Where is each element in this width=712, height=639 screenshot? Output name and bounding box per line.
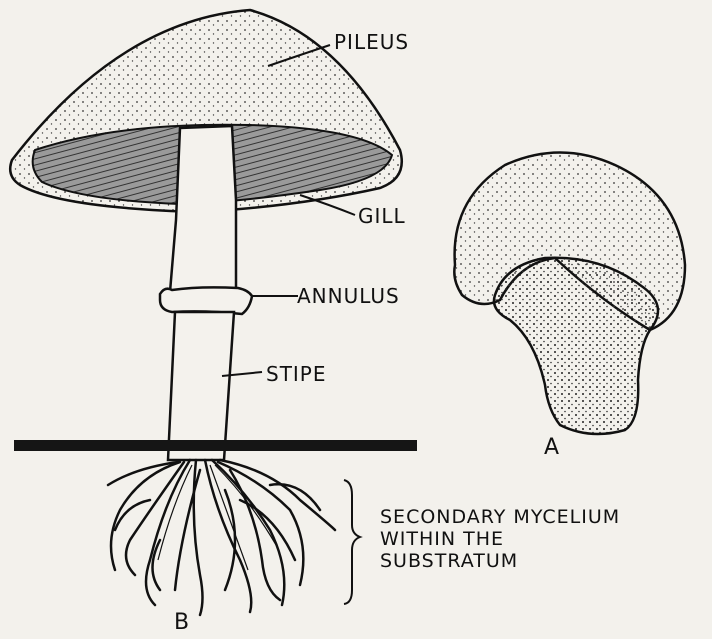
annulus-ring — [160, 287, 252, 314]
pileus-label: PILEUS — [334, 30, 409, 54]
figure-b-label: B — [174, 610, 190, 635]
stipe-lower — [168, 312, 234, 460]
substratum-surface — [14, 440, 417, 451]
gill-label: GILL — [358, 204, 406, 228]
young-mushroom-stalk — [494, 258, 658, 434]
stipe-upper — [170, 126, 236, 292]
stipe-label: STIPE — [266, 362, 327, 386]
figure-a-label: A — [544, 435, 560, 460]
mycelium-strands — [108, 460, 335, 615]
mycelium-label-line1: SECONDARY MYCELIUM — [380, 506, 620, 528]
mycelium-label: SECONDARY MYCELIUM WITHIN THE SUBSTRATUM — [380, 506, 620, 572]
mycelium-label-line2: WITHIN THE — [380, 528, 620, 550]
mycelium-inner-lines — [158, 465, 276, 570]
mycelium-label-line3: SUBSTRATUM — [380, 550, 620, 572]
annulus-label: ANNULUS — [297, 284, 400, 308]
mycelium-bracket — [344, 480, 360, 604]
